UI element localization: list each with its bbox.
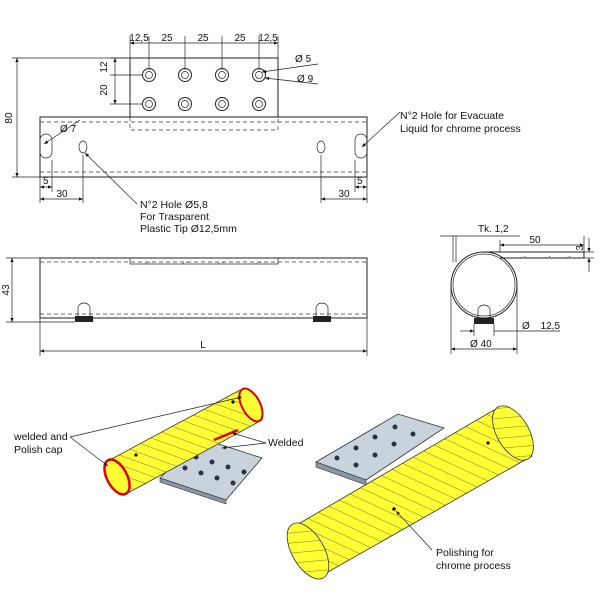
note-hole-line2: For Trasparent (140, 211, 209, 223)
cap-right (238, 387, 264, 423)
dim-thickness: Tk. 1,2 (478, 224, 509, 235)
dim-20: 20 (99, 84, 110, 96)
dim-dia-40: Ø 40 (470, 339, 492, 350)
dim-3: 3 (575, 245, 586, 251)
plate-hidden-outline (129, 117, 279, 131)
note-hole-line1: N°2 Hole Ø5,8 (140, 199, 208, 211)
dim-30-left: 30 (56, 189, 68, 200)
dim-dia-9: Ø 9 (297, 74, 314, 85)
dim-dia-5: Ø 5 (295, 54, 312, 65)
end-slot-left (39, 133, 53, 159)
note-evacuate-line1: N°2 Hole for Evacuate (400, 110, 504, 122)
note-welded: Welded (268, 437, 304, 449)
end-slot-right (354, 133, 368, 159)
dim-dia-12-5: Ø 12,5 (522, 321, 560, 332)
tip-hole-right (316, 140, 326, 154)
dim-12-5-right: 12,5 (258, 33, 278, 44)
dim-length-L: L (200, 340, 206, 351)
note-polishing-line2: chrome process (436, 560, 511, 572)
dim-12: 12 (99, 61, 110, 73)
note-hole-line3: Plastic Tip Ø12,5mm (140, 223, 237, 235)
tip-hole-left (78, 140, 88, 154)
plate-holes (142, 68, 266, 111)
note-evacuate-line2: Liquid for chrome process (400, 123, 521, 135)
top-view: 12,5 25 25 25 12,5 12 20 Ø 5 Ø 9 80 Ø 7 … (4, 33, 521, 235)
tube-side-outline (39, 257, 368, 319)
plate-iso-small-holes (182, 454, 247, 486)
foot-right (313, 316, 331, 322)
dim-5-left: 5 (43, 176, 49, 187)
dim-43: 43 (1, 284, 12, 296)
plate-edge-side (129, 257, 279, 265)
dim-25-b: 25 (197, 33, 209, 44)
note-welded-cap-line2: Polish cap (14, 444, 63, 456)
section-view: Tk. 1,2 50 3 Ø 12,5 Ø 40 (440, 224, 594, 354)
dim-dia-7: Ø 7 (60, 124, 77, 135)
dim-5-right: 5 (357, 176, 363, 187)
weld-seam (213, 428, 239, 442)
dim-30-right: 30 (338, 189, 350, 200)
tube-section-outer (450, 251, 518, 319)
cap-left (103, 458, 131, 496)
plate-section (484, 251, 585, 259)
tube-iso-large-front (286, 522, 330, 580)
plate-iso-large-holes (334, 424, 416, 468)
iso-view-polishing: Polishing for chrome process (286, 405, 534, 580)
dim-12-5-left: 12,5 (129, 33, 149, 44)
tube-top-outline (39, 116, 368, 178)
foot-section (474, 318, 494, 324)
dim-25-a: 25 (161, 33, 173, 44)
tube-iso-large-end (492, 405, 534, 461)
iso-view-welded: welded and Polish cap Welded (13, 387, 304, 505)
dim-50: 50 (529, 235, 541, 246)
foot-left (75, 316, 93, 322)
note-welded-cap-line1: welded and (13, 431, 68, 443)
plate-outline (129, 57, 279, 117)
dim-25-c: 25 (234, 33, 246, 44)
side-view: 43 L (1, 257, 368, 356)
dim-80: 80 (4, 112, 15, 124)
note-polishing-line1: Polishing for (436, 547, 494, 559)
